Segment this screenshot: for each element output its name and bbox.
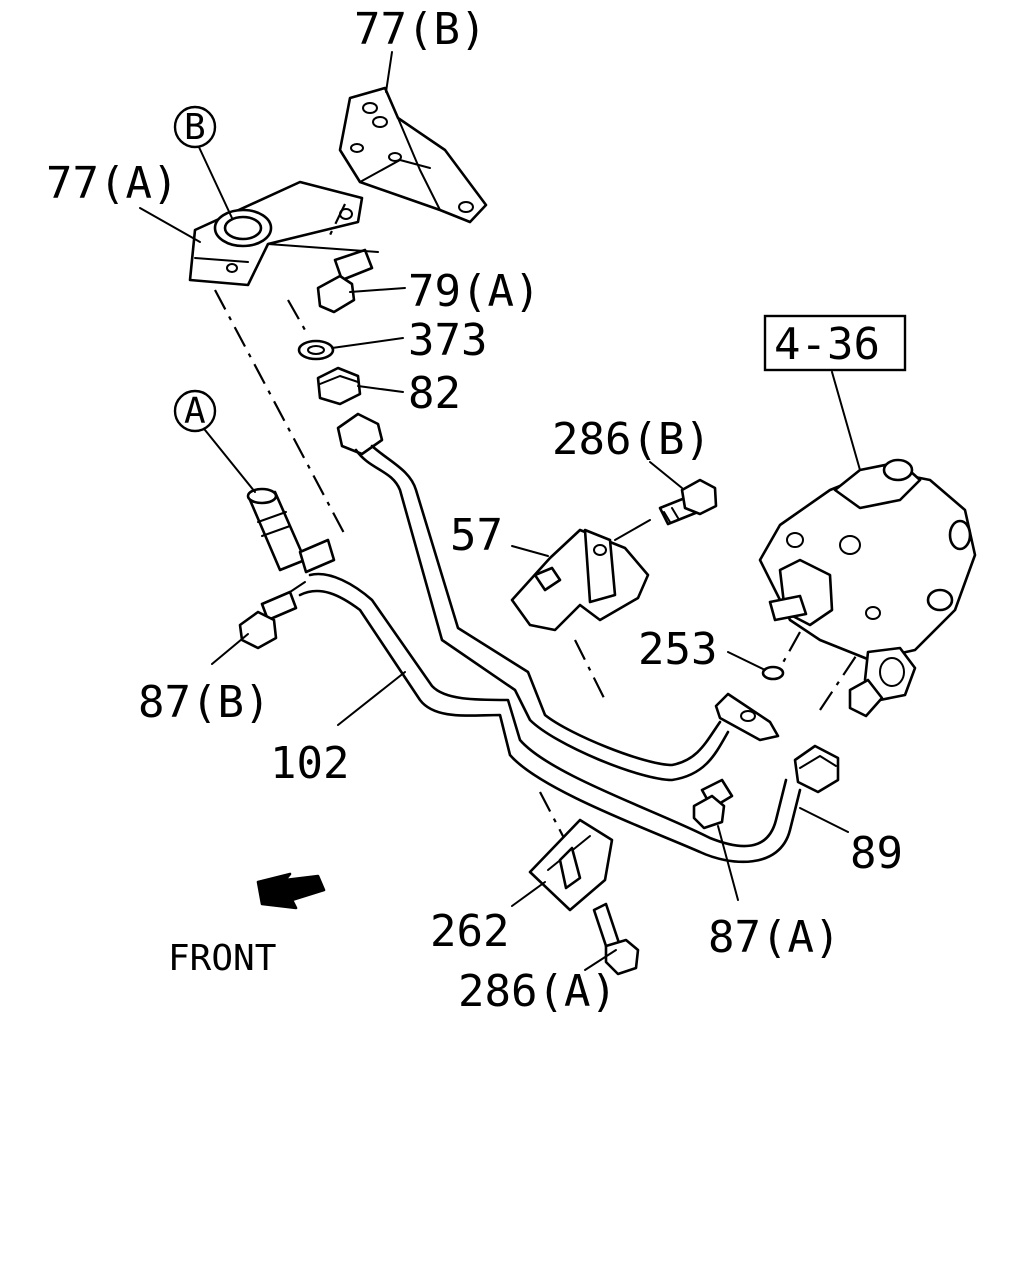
label-79a: 79(A)	[408, 266, 540, 317]
label-57: 57	[450, 510, 503, 561]
label-front: FRONT	[168, 938, 276, 979]
centerline-6	[819, 649, 861, 711]
connector-a	[246, 487, 336, 574]
bracket-57	[510, 519, 651, 632]
label-77a: 77(A)	[46, 158, 178, 209]
label-286a: 286(A)	[458, 966, 617, 1017]
centerline-4	[574, 639, 606, 701]
bolt-79a	[316, 248, 374, 314]
centerline-5	[779, 631, 801, 669]
label-253: 253	[638, 624, 717, 675]
pipe-102	[336, 412, 780, 782]
callout-b-circle	[173, 105, 217, 149]
bolt-286a	[592, 902, 640, 976]
o-ring-253	[761, 665, 785, 681]
bolt-87b	[238, 581, 306, 650]
clamp-262	[528, 818, 614, 912]
washer-373	[297, 339, 335, 361]
callout-a-circle	[173, 389, 217, 433]
label-callout-b: B	[184, 107, 206, 148]
label-87b: 87(B)	[138, 677, 270, 728]
label-callout-a: A	[184, 391, 206, 432]
centerline-3	[214, 289, 346, 536]
label-82: 82	[408, 368, 461, 419]
centerline-7	[539, 791, 566, 841]
centerline-2	[287, 299, 306, 331]
label-262: 262	[430, 906, 509, 957]
label-102: 102	[270, 738, 349, 789]
power-steering-pump	[758, 458, 977, 718]
ref-box-4-36	[763, 314, 907, 372]
nut-82	[316, 366, 362, 406]
pipe-89	[298, 572, 840, 864]
front-arrow-icon	[256, 872, 326, 910]
centerline-1	[329, 203, 346, 236]
leader-lines	[139, 51, 861, 971]
label-87a: 87(A)	[708, 912, 840, 963]
label-373: 373	[408, 315, 487, 366]
label-77b: 77(B)	[354, 4, 486, 55]
bolt-87a	[692, 778, 734, 830]
label-286b: 286(B)	[552, 414, 711, 465]
bracket-77b	[338, 86, 488, 224]
bolt-286b	[658, 478, 718, 526]
label-89: 89	[850, 828, 903, 879]
label-4-36: 4-36	[774, 319, 880, 370]
